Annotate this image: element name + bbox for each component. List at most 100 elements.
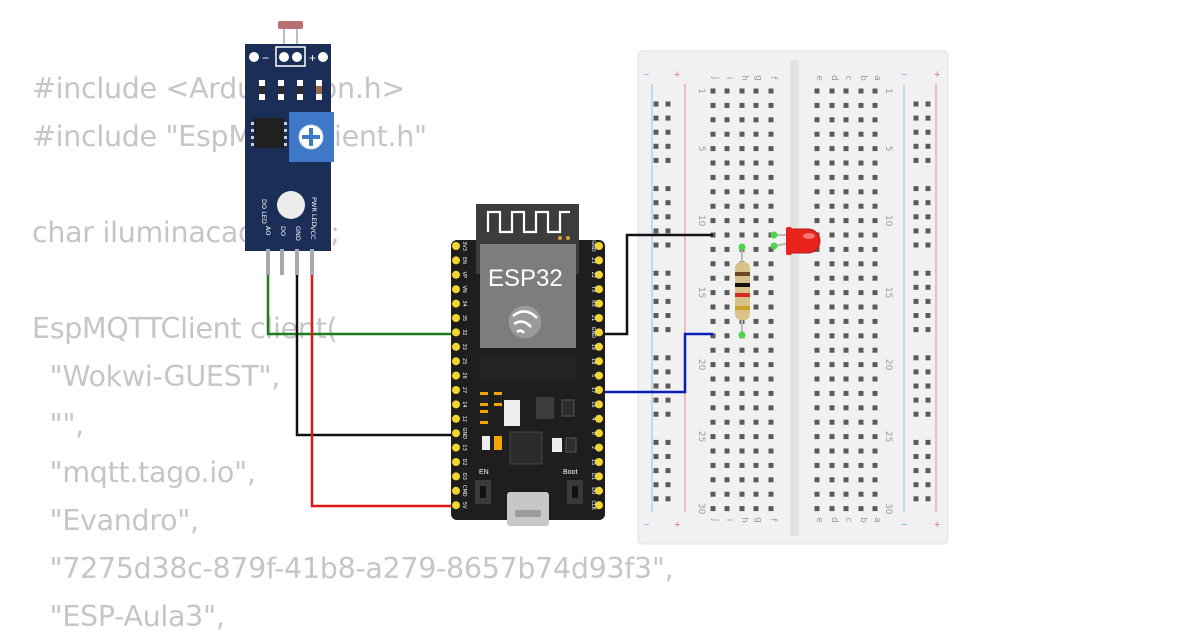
rail-hole[interactable] — [913, 143, 919, 149]
breadboard-hole[interactable] — [768, 419, 774, 425]
rail-hole[interactable] — [913, 228, 919, 234]
esp32-pin[interactable] — [452, 386, 460, 394]
rail-hole[interactable] — [913, 101, 919, 107]
breadboard-hole[interactable] — [710, 318, 716, 324]
rail-hole[interactable] — [913, 129, 919, 135]
breadboard-hole[interactable] — [753, 246, 759, 252]
rail-hole[interactable] — [665, 200, 671, 206]
esp32-pin[interactable] — [595, 429, 603, 438]
breadboard-hole[interactable] — [843, 448, 849, 454]
rail-hole[interactable] — [653, 115, 659, 121]
ldr-sensor-module[interactable]: − + DO LED PWR LED AO DO GND VCC — [245, 21, 334, 275]
breadboard-hole[interactable] — [768, 362, 774, 368]
rail-hole[interactable] — [665, 284, 671, 290]
rail-hole[interactable] — [653, 284, 659, 290]
esp32-pin[interactable] — [452, 472, 460, 481]
breadboard-hole[interactable] — [753, 506, 759, 512]
esp32-pin[interactable] — [595, 486, 603, 495]
breadboard-hole[interactable] — [872, 131, 878, 137]
breadboard-hole[interactable] — [858, 390, 864, 396]
breadboard-hole[interactable] — [724, 174, 730, 180]
breadboard-hole[interactable] — [753, 117, 759, 123]
breadboard-hole[interactable] — [829, 189, 835, 195]
breadboard-hole[interactable] — [843, 304, 849, 310]
breadboard-hole[interactable] — [872, 376, 878, 382]
breadboard-hole[interactable] — [843, 232, 849, 238]
breadboard-hole[interactable] — [843, 131, 849, 137]
wire-ao-to-gpio32[interactable] — [266, 273, 456, 336]
esp32-pin[interactable] — [452, 371, 460, 380]
breadboard-hole[interactable] — [814, 390, 820, 396]
breadboard-hole[interactable] — [724, 261, 730, 267]
breadboard-hole[interactable] — [768, 390, 774, 396]
breadboard-hole[interactable] — [724, 491, 730, 497]
rail-hole[interactable] — [653, 228, 659, 234]
breadboard-hole[interactable] — [753, 376, 759, 382]
breadboard-hole[interactable] — [829, 462, 835, 468]
rail-hole[interactable] — [925, 129, 931, 135]
esp32-pin[interactable] — [595, 400, 603, 409]
breadboard-hole[interactable] — [768, 218, 774, 224]
breadboard-hole[interactable] — [710, 203, 716, 209]
breadboard-hole[interactable] — [753, 290, 759, 296]
breadboard-hole[interactable] — [858, 448, 864, 454]
rail-hole[interactable] — [653, 242, 659, 248]
breadboard-hole[interactable] — [829, 318, 835, 324]
breadboard-hole[interactable] — [814, 419, 820, 425]
rail-hole[interactable] — [913, 468, 919, 474]
rail-hole[interactable] — [653, 468, 659, 474]
breadboard-hole[interactable] — [829, 218, 835, 224]
breadboard-hole[interactable] — [768, 275, 774, 281]
breadboard-hole[interactable] — [858, 318, 864, 324]
breadboard-hole[interactable] — [814, 506, 820, 512]
breadboard-hole[interactable] — [724, 347, 730, 353]
rail-hole[interactable] — [925, 397, 931, 403]
breadboard-hole[interactable] — [858, 462, 864, 468]
breadboard-hole[interactable] — [768, 174, 774, 180]
breadboard-hole[interactable] — [739, 203, 745, 209]
breadboard-hole[interactable] — [858, 506, 864, 512]
breadboard-hole[interactable] — [829, 275, 835, 281]
breadboard-hole[interactable] — [858, 232, 864, 238]
esp32-pin[interactable] — [452, 270, 460, 279]
breadboard-hole[interactable] — [843, 318, 849, 324]
breadboard-hole[interactable] — [843, 117, 849, 123]
esp32-pin[interactable] — [595, 386, 603, 394]
esp32-pin[interactable] — [452, 501, 460, 510]
rail-hole[interactable] — [653, 214, 659, 220]
breadboard-hole[interactable] — [843, 376, 849, 382]
breadboard-hole[interactable] — [829, 117, 835, 123]
esp32-pin[interactable] — [452, 314, 460, 322]
breadboard-hole[interactable] — [814, 290, 820, 296]
breadboard-hole[interactable] — [843, 506, 849, 512]
breadboard-hole[interactable] — [814, 203, 820, 209]
breadboard-hole[interactable] — [814, 347, 820, 353]
breadboard-hole[interactable] — [768, 347, 774, 353]
breadboard-hole[interactable] — [753, 232, 759, 238]
rail-hole[interactable] — [925, 186, 931, 192]
rail-hole[interactable] — [913, 369, 919, 375]
breadboard-hole[interactable] — [814, 189, 820, 195]
rail-hole[interactable] — [653, 101, 659, 107]
breadboard-hole[interactable] — [858, 117, 864, 123]
breadboard-hole[interactable] — [858, 102, 864, 108]
rail-hole[interactable] — [913, 397, 919, 403]
usb-port[interactable] — [507, 492, 549, 526]
breadboard-hole[interactable] — [739, 362, 745, 368]
breadboard-hole[interactable] — [858, 189, 864, 195]
breadboard-hole[interactable] — [753, 362, 759, 368]
breadboard-hole[interactable] — [814, 448, 820, 454]
breadboard-hole[interactable] — [710, 146, 716, 152]
breadboard-hole[interactable] — [829, 232, 835, 238]
breadboard-hole[interactable] — [739, 405, 745, 411]
rail-hole[interactable] — [653, 482, 659, 488]
breadboard-hole[interactable] — [814, 146, 820, 152]
breadboard-hole[interactable] — [710, 362, 716, 368]
breadboard-hole[interactable] — [858, 261, 864, 267]
rail-hole[interactable] — [653, 200, 659, 206]
esp32-pin[interactable] — [595, 299, 603, 308]
breadboard-hole[interactable] — [843, 290, 849, 296]
esp32-pin[interactable] — [452, 400, 460, 409]
breadboard-hole[interactable] — [872, 218, 878, 224]
